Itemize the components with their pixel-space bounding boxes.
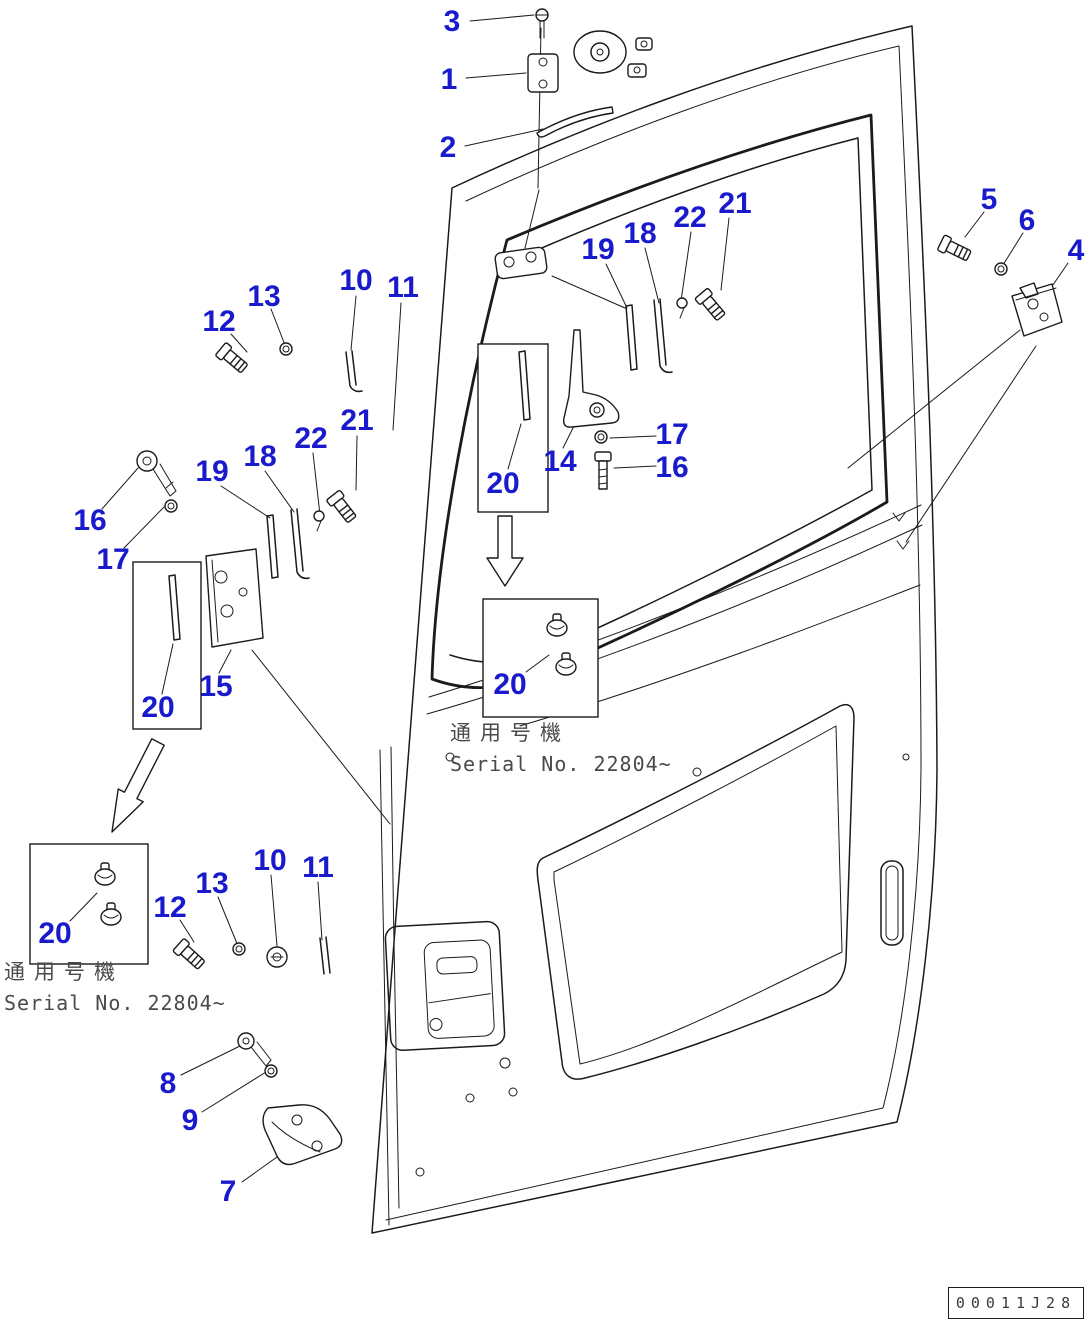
- lower-window-glass-edge: [553, 725, 843, 1065]
- callout-11-lower: 11: [302, 851, 334, 884]
- callout-18-left: 18: [243, 440, 277, 473]
- fastener-group-lower-left: [172, 936, 343, 1166]
- callout-15: 15: [199, 670, 233, 703]
- washer-part-13: [279, 342, 293, 356]
- key-cylinder: [429, 1017, 443, 1031]
- lower-window-frame: [536, 703, 855, 1080]
- callout-22-center: 22: [673, 201, 707, 234]
- clip-part-10: [345, 350, 363, 393]
- washer-part-17: [594, 430, 608, 444]
- arrow-down-center: [486, 515, 524, 587]
- washer-part-9: [264, 1064, 278, 1078]
- callout-21-left: 21: [340, 404, 374, 437]
- washer-part-17-left: [164, 499, 178, 513]
- fastener-group-upper-left: [215, 342, 363, 393]
- callout-3: 3: [443, 5, 461, 38]
- serial-note-center-en: Serial No. 22804~: [450, 752, 672, 776]
- callout-16-center: 16: [655, 451, 689, 484]
- callout-9: 9: [181, 1104, 199, 1137]
- latch-parts-center: [518, 288, 726, 676]
- panel-holes: [415, 512, 910, 1177]
- door-handle-recess: [384, 920, 506, 1051]
- callout-13-lower: 13: [195, 867, 229, 900]
- strip-part-20-left: [168, 574, 181, 641]
- serial-note-center-jp: 通用号機: [450, 721, 570, 745]
- callout-12-lower: 12: [153, 891, 187, 924]
- detail-boxes: [29, 343, 599, 965]
- callout-22-left: 22: [294, 422, 328, 455]
- callout-19-center: 19: [581, 233, 615, 266]
- callout-4: 4: [1067, 234, 1085, 267]
- latch-parts-left: [94, 450, 357, 926]
- callout-14: 14: [543, 445, 577, 478]
- strip-part-20-center: [518, 350, 531, 421]
- bolt-part-21: [694, 288, 726, 321]
- bolt-part-5: [937, 234, 972, 261]
- clip-part-18-left: [290, 508, 310, 580]
- hinge-part-7: [262, 1104, 343, 1166]
- strip-part-19: [625, 304, 638, 371]
- right-edge-slot: [880, 860, 904, 946]
- callout-2: 2: [439, 131, 457, 164]
- callout-20-box-a: 20: [486, 467, 520, 500]
- door-body: [371, 25, 938, 1234]
- clip-part-18: [653, 298, 673, 374]
- clips-part-20-center: [546, 613, 577, 676]
- door-closer-assembly: [527, 8, 653, 138]
- callout-5: 5: [980, 183, 998, 216]
- serial-note-left-en: Serial No. 22804~: [4, 991, 226, 1015]
- callout-21-center: 21: [718, 187, 752, 220]
- clips-part-20-left: [94, 862, 122, 926]
- rod-part-2: [536, 106, 614, 138]
- callout-1: 1: [440, 63, 458, 96]
- washer-part-6: [994, 262, 1008, 276]
- detail-box-20-center-clips: [482, 598, 599, 718]
- callout-10-upper: 10: [339, 264, 373, 297]
- bolt-part-16: [594, 451, 612, 490]
- plate-part-15: [205, 548, 264, 648]
- drawing-number-box: 00011J28: [948, 1287, 1084, 1319]
- callout-20-box-d: 20: [38, 917, 72, 950]
- callout-17-center: 17: [655, 418, 689, 451]
- callout-8: 8: [159, 1067, 177, 1100]
- callout-12-upper: 12: [202, 305, 236, 338]
- detail-box-20-left-clips: [29, 843, 149, 965]
- bolt-part-8: [237, 1032, 255, 1050]
- bolt-part-12-lower: [172, 938, 205, 970]
- drawing-number: 00011J28: [955, 1294, 1077, 1312]
- flow-arrows: [111, 515, 524, 833]
- serial-note-left: 通用号機 Serial No. 22804~: [4, 956, 226, 1015]
- callout-16-left: 16: [73, 504, 107, 537]
- strip-part-19-left: [266, 514, 279, 579]
- hinge-bracket-group-right: [937, 234, 1063, 337]
- bolt-part-12: [215, 342, 248, 373]
- spring-part-22: [676, 297, 688, 309]
- bolt-part-21-left: [326, 489, 357, 523]
- striker-plate: [494, 246, 548, 280]
- callout-6: 6: [1018, 204, 1036, 237]
- callout-10-lower: 10: [253, 844, 287, 877]
- callout-19-left: 19: [195, 455, 229, 488]
- callout-18-center: 18: [623, 217, 657, 250]
- spring-part-22-left: [313, 510, 325, 522]
- bracket-part-4: [1011, 282, 1063, 337]
- washer-part-13-lower: [232, 942, 246, 956]
- serial-note-left-jp: 通用号機: [4, 960, 124, 984]
- callout-7: 7: [219, 1175, 237, 1208]
- callout-13-upper: 13: [247, 280, 281, 313]
- callout-17-left: 17: [96, 543, 130, 576]
- callout-11-upper: 11: [387, 271, 419, 304]
- eyebolt-part-16: [136, 450, 158, 472]
- arrow-down-left: [111, 738, 165, 833]
- callout-20-box-c: 20: [141, 691, 175, 724]
- bracket-part-14: [562, 329, 620, 428]
- detail-box-20-left-strip: [132, 561, 202, 730]
- serial-note-center: 通用号機 Serial No. 22804~: [450, 717, 672, 776]
- detail-box-20-center-strip: [477, 343, 549, 513]
- callout-20-box-b: 20: [493, 668, 527, 701]
- strip-part-11-lower: [319, 936, 331, 975]
